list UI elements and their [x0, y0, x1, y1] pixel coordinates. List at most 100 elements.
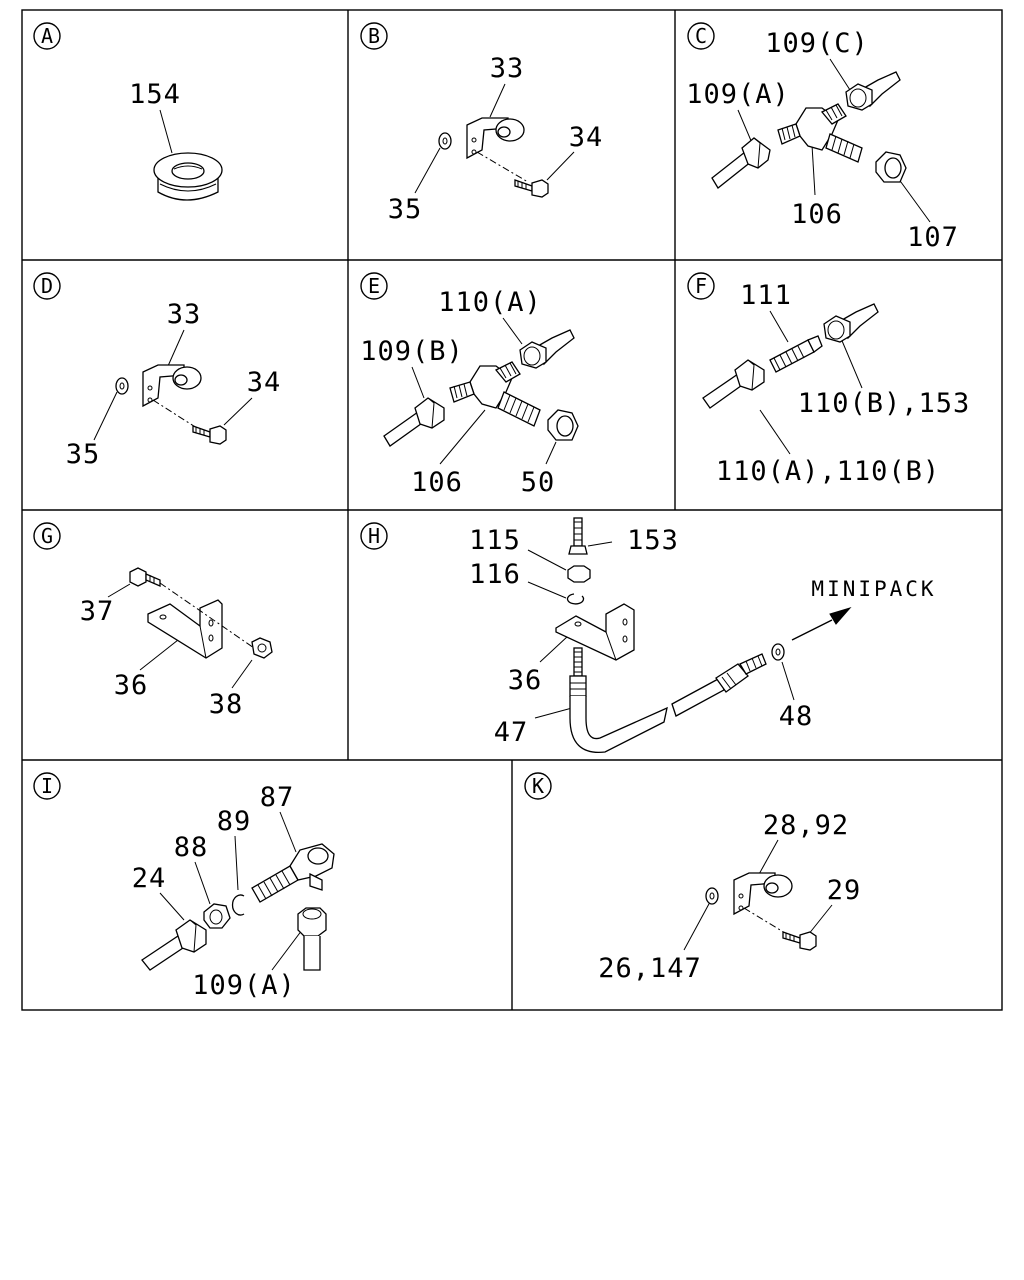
bolt-part-37-g [129, 567, 161, 587]
callout-36-h: 36 [508, 665, 543, 696]
callout-37-g: 37 [80, 596, 115, 627]
leader-36-h [539, 635, 569, 663]
leader-47-h [534, 707, 573, 719]
panel-b: B 33 34 35 [360, 22, 602, 225]
panel-i-letter: I [41, 774, 53, 798]
bracket-part-36-g [147, 599, 223, 659]
panel-d-badge: D [33, 272, 61, 300]
callout-109a-i: 109(A) [192, 970, 296, 1001]
panel-g: G 37 36 38 [33, 522, 273, 720]
panel-f-letter: F [695, 274, 707, 298]
callout-26-147-k: 26,147 [598, 953, 702, 984]
tee-part-106-c [777, 103, 863, 163]
callout-33-b: 33 [490, 53, 525, 84]
callout-34-d: 34 [247, 367, 282, 398]
leader-33-d [167, 329, 185, 367]
leader-109b-e [411, 366, 425, 399]
bracket-part-33-d [142, 364, 202, 408]
leader-153-h [587, 541, 613, 547]
hose-fitting-109a-c [711, 137, 771, 189]
callout-38-g: 38 [209, 689, 244, 720]
leader-89-i [234, 835, 239, 891]
leader-88-i [194, 861, 211, 905]
brake-pipe-part-47-h [569, 647, 767, 754]
bracket-part-33-b [466, 117, 525, 160]
callout-28-92-k: 28,92 [763, 810, 849, 841]
callout-154: 154 [129, 79, 181, 110]
leader-110a-e [502, 317, 523, 345]
callout-106-c: 106 [791, 199, 843, 230]
leader-107-c [897, 177, 931, 223]
callout-153-h: 153 [627, 525, 679, 556]
panel-h-badge: H [360, 522, 388, 550]
leader-33-b [489, 83, 506, 118]
callout-110b-153-f: 110(B),153 [798, 388, 971, 419]
bolt-part-34-b [514, 179, 549, 198]
callout-109a-c: 109(A) [686, 79, 790, 110]
minipack-note: MINIPACK [811, 577, 936, 601]
leader-37-g [107, 583, 131, 598]
callout-35-b: 35 [388, 194, 423, 225]
leader-116-h [527, 581, 567, 599]
leader-87-i [279, 811, 297, 853]
panel-a: A 154 [33, 22, 223, 201]
callout-35-d: 35 [66, 439, 101, 470]
callout-110a-110b-f: 110(A),110(B) [716, 456, 940, 487]
bolt-part-153-h [568, 517, 588, 555]
hose-fitting-109a-i [297, 907, 327, 971]
panel-c-badge: C [687, 22, 715, 50]
callout-87-i: 87 [260, 782, 295, 813]
callout-36-g: 36 [114, 670, 149, 701]
callout-24-i: 24 [132, 863, 167, 894]
tee-part-106-e [449, 361, 541, 427]
callout-50-e: 50 [521, 467, 556, 498]
callout-109c-c: 109(C) [765, 28, 869, 59]
nut-part-26-147-k [705, 887, 719, 905]
panel-c-letter: C [695, 24, 707, 48]
leader-34-d [223, 397, 253, 426]
panel-f-badge: F [687, 272, 715, 300]
callout-47-h: 47 [494, 717, 529, 748]
hose-fitting-110a-e [519, 329, 575, 369]
panel-c: C 109(C) 109(A) 106 107 [686, 22, 958, 253]
leader-36-g [139, 639, 179, 671]
leader-38-g [231, 659, 253, 689]
callout-116-h: 116 [469, 559, 521, 590]
leader-106-e [439, 409, 486, 465]
panel-grid [21, 9, 1003, 1011]
bracket-part-36-h [555, 603, 635, 661]
panel-g-letter: G [41, 524, 53, 548]
panel-e-badge: E [360, 272, 388, 300]
leader-35-b [414, 147, 441, 194]
leader-35-d [93, 391, 118, 441]
leader-110a-110b-f [759, 409, 791, 455]
callout-88-i: 88 [174, 832, 209, 863]
banjo-part-87-i [251, 843, 335, 903]
leader-111-f [769, 310, 789, 343]
leader-115-h [527, 549, 567, 571]
leader-28-92-k [757, 839, 779, 877]
hose-fitting-109c-c [845, 71, 901, 111]
plug-part-154 [153, 152, 223, 201]
panel-i: I 87 88 89 24 109(A) [33, 772, 335, 1001]
callout-115-h: 115 [469, 525, 521, 556]
callout-33-d: 33 [167, 299, 202, 330]
bolt-part-29-k [782, 931, 817, 951]
clip-part-89-i [231, 894, 245, 916]
panel-i-badge: I [33, 772, 61, 800]
panel-e: E 110(A) 109(B) 106 50 [360, 272, 579, 498]
leader-26-147-k [683, 901, 711, 951]
callout-111-f: 111 [740, 280, 792, 311]
panel-d-letter: D [41, 274, 53, 298]
nut-part-38-g [251, 637, 273, 659]
washer-part-48-h [771, 643, 785, 661]
leader-106-c [811, 144, 816, 196]
cap-nut-50-e [547, 409, 579, 441]
panel-k-letter: K [532, 774, 544, 798]
hose-fitting-110b-f [823, 303, 879, 343]
callout-109b-e: 109(B) [360, 336, 464, 367]
leader-154 [159, 109, 173, 154]
panel-k-badge: K [524, 772, 552, 800]
callout-48-h: 48 [779, 701, 814, 732]
panel-a-letter: A [41, 24, 53, 48]
